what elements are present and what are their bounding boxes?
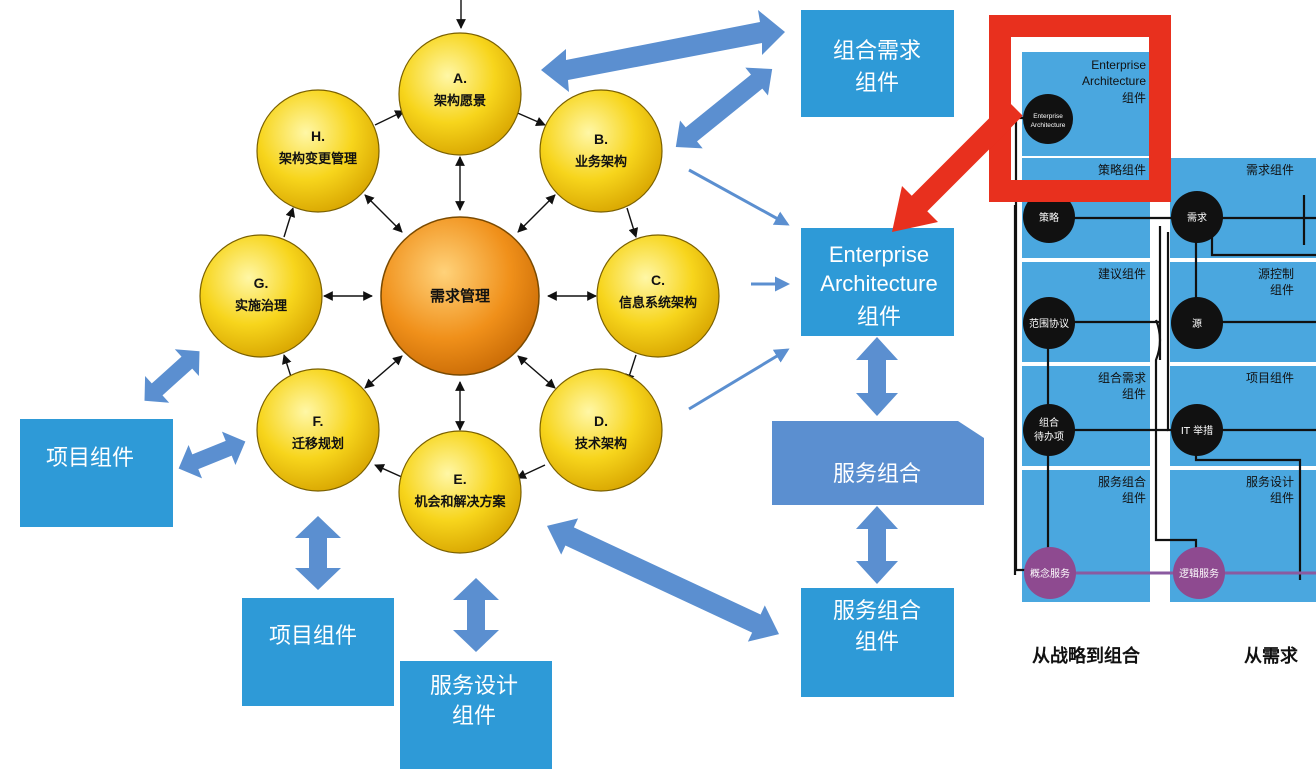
lane-title: 组合需求 <box>1098 370 1146 385</box>
cycle-connectors <box>282 0 639 479</box>
lane-title: Architecture <box>1082 74 1146 88</box>
dot-label: 源 <box>1192 317 1202 330</box>
box-line: 项目组件 <box>46 446 134 471</box>
lane-title: 策略组件 <box>1098 162 1146 177</box>
lane-title: 建议组件 <box>1098 267 1146 281</box>
lane-title: 组件 <box>1270 491 1294 505</box>
dot-label: Architecture <box>1031 122 1066 129</box>
dot: 策略 <box>1023 191 1075 243</box>
lane-title: 组件 <box>1270 283 1294 297</box>
box-service-design: 服务设计 组件 <box>400 661 552 769</box>
red-highlight <box>892 15 1171 232</box>
dot-label: 策略 <box>1039 211 1059 224</box>
box-line: 组件 <box>857 305 901 330</box>
node-letter: H. <box>311 128 325 144</box>
node-label: 机会和解决方案 <box>414 494 506 510</box>
node-label: 架构愿景 <box>433 93 486 109</box>
box-line: 组件 <box>452 704 496 729</box>
node-a: A. 架构愿景 <box>398 32 522 156</box>
dot-label: 待办项 <box>1034 430 1064 443</box>
node-label: 业务架构 <box>575 154 627 170</box>
node-label: 技术架构 <box>575 436 627 452</box>
lane-title: 组件 <box>1122 91 1146 105</box>
node-letter: G. <box>254 275 269 291</box>
lane-title: 需求组件 <box>1246 163 1294 177</box>
dot: 源 <box>1171 297 1223 349</box>
box-project-bottom: 项目组件 <box>242 598 394 706</box>
dot: 范围协议 <box>1023 297 1075 349</box>
box-line: Architecture <box>820 271 937 296</box>
dot-label: 范围协议 <box>1029 317 1069 330</box>
box-project-left: 项目组件 <box>20 419 173 527</box>
box-line: 组件 <box>855 71 899 96</box>
dot-label: 组合 <box>1039 416 1059 429</box>
block-arrow <box>453 578 499 652</box>
lane-title: Enterprise <box>1091 58 1146 72</box>
dot-ea: Enterprise Architecture <box>1023 94 1073 144</box>
node-letter: C. <box>651 272 665 288</box>
dot: 需求 <box>1171 191 1223 243</box>
box-portfolio-requirements: 组合需求 组件 <box>801 10 954 117</box>
box-line: 服务组合 <box>833 599 921 624</box>
thin-arrows <box>688 168 790 411</box>
dot-label: IT 举措 <box>1181 424 1213 437</box>
dot: 逻辑服务 <box>1173 547 1225 599</box>
node-letter: B. <box>594 131 608 147</box>
block-arrows <box>144 10 898 652</box>
dot: IT 举措 <box>1171 404 1223 456</box>
lane-title: 组件 <box>1122 491 1146 505</box>
lane-title: 服务设计 <box>1246 474 1294 489</box>
node-g: G. 实施治理 <box>199 234 323 358</box>
box-enterprise-architecture: Enterprise Architecture 组件 <box>801 228 954 336</box>
panel-caption: 从战略到组合 <box>1032 645 1141 667</box>
node-label: 迁移规划 <box>292 436 344 452</box>
node-label: 信息系统架构 <box>619 295 697 311</box>
block-arrow <box>856 337 898 416</box>
block-arrow <box>144 349 200 403</box>
block-arrow <box>546 518 780 642</box>
lane-title: 源控制 <box>1258 267 1294 281</box>
node-b: B. 业务架构 <box>539 89 663 213</box>
box-line: 服务组合 <box>833 462 921 487</box>
box-line: 组件 <box>855 630 899 655</box>
node-label: 架构变更管理 <box>278 151 357 167</box>
dot-label: 需求 <box>1187 212 1207 224</box>
node-d: D. 技术架构 <box>539 368 663 492</box>
node-c: C. 信息系统架构 <box>596 234 720 358</box>
node-h: H. 架构变更管理 <box>256 89 380 213</box>
thin-arrow <box>688 168 790 226</box>
box-line: Enterprise <box>829 242 929 267</box>
block-arrow <box>178 431 246 479</box>
node-letter: E. <box>453 471 466 487</box>
lane-title: 服务组合 <box>1098 474 1146 489</box>
node-letter: A. <box>453 70 467 86</box>
dot: 概念服务 <box>1024 547 1076 599</box>
dot-label: Enterprise <box>1033 113 1063 120</box>
block-arrow <box>675 67 773 149</box>
block-arrow <box>856 506 898 584</box>
box-line: 项目组件 <box>269 624 357 649</box>
right-panel: Enterprise Architecture 组件 策略组件 建议组件 组合需… <box>1013 52 1316 667</box>
dot-label: 逻辑服务 <box>1179 567 1219 580</box>
box-line: 组合需求 <box>833 39 921 64</box>
node-f: F. 迁移规划 <box>256 368 380 492</box>
lane-title: 项目组件 <box>1246 371 1294 385</box>
block-arrow <box>541 10 785 92</box>
box-service-portfolio: 服务组合 <box>772 421 984 505</box>
node-e: E. 机会和解决方案 <box>398 430 522 554</box>
lane-title: 组件 <box>1122 387 1146 401</box>
node-letter: F. <box>313 413 324 429</box>
node-label: 实施治理 <box>235 298 287 314</box>
block-arrow <box>295 516 341 590</box>
node-letter: D. <box>594 413 608 429</box>
dot: 组合 待办项 <box>1023 404 1075 456</box>
center-label: 需求管理 <box>430 287 490 305</box>
box-line: 服务设计 <box>430 674 518 699</box>
cycle-center: 需求管理 <box>380 216 540 376</box>
thin-arrow <box>688 348 790 411</box>
dot-label: 概念服务 <box>1030 567 1070 580</box>
panel-caption: 从需求 <box>1244 645 1299 667</box>
box-service-portfolio-component: 服务组合 组件 <box>801 588 954 697</box>
